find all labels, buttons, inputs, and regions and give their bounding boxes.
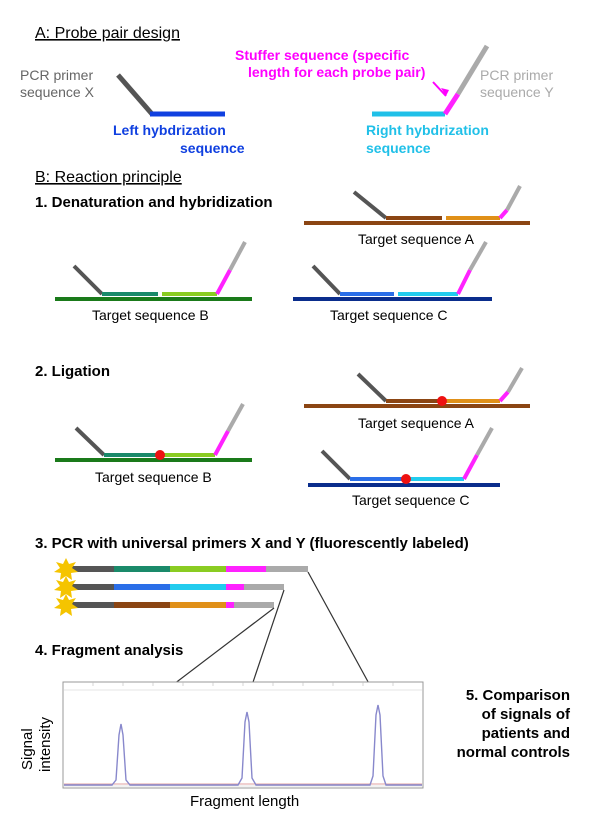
stuffer-label-2: length for each probe pair) — [248, 64, 425, 80]
ligation-dot — [401, 474, 411, 484]
step1-target-a-group: Target sequence A — [304, 185, 530, 247]
stuffer-segment — [215, 269, 232, 295]
amplicon-b — [72, 566, 308, 572]
ligation-dot — [155, 450, 165, 460]
step2-title: 2. Ligation — [35, 363, 110, 380]
primer-y-segment — [226, 403, 245, 432]
plot-xlabel: Fragment length — [190, 793, 299, 810]
probe-a-right: Stuffer sequence (specific length for ea… — [235, 44, 554, 156]
pcr-amplicons — [54, 558, 308, 616]
ligation-dot — [437, 396, 447, 406]
stuffer-label-1: Stuffer sequence (specific — [235, 47, 409, 63]
right-hyb-segment — [170, 584, 226, 590]
primer-y-segment — [266, 566, 308, 572]
primer-y-segment — [228, 241, 247, 271]
fluorescent-label-star-icon — [54, 594, 78, 616]
target-a-label: Target sequence A — [358, 231, 475, 247]
stuffer-segment — [442, 92, 461, 116]
plot-ylabel-2: intensity — [37, 716, 54, 772]
stuffer-segment — [498, 390, 510, 403]
arrow-line — [307, 571, 379, 701]
stuffer-segment — [226, 584, 244, 590]
primer-x-segment — [72, 264, 104, 296]
probe-a-left: PCR primer sequence X Left hybdrization … — [20, 67, 245, 156]
pcr-primer-x-label-2: sequence X — [20, 84, 95, 100]
primer-y-segment — [468, 241, 488, 271]
amplicon-a — [72, 602, 274, 608]
step2-target-c-group: Target sequence C — [308, 427, 500, 508]
primer-x-segment — [72, 566, 114, 572]
right-hyb-label-1: Right hybdrization — [366, 122, 489, 138]
step5-line-4: normal controls — [457, 744, 570, 761]
target-b-label: Target sequence B — [95, 469, 212, 485]
stuffer-segment — [226, 566, 266, 572]
stuffer-segment — [456, 269, 472, 295]
section-a-title: A: Probe pair design — [35, 25, 180, 42]
plot-ticks — [63, 689, 423, 787]
target-c-label: Target sequence C — [330, 307, 448, 323]
primer-x-segment — [116, 73, 154, 116]
stuffer-segment — [226, 602, 234, 608]
right-hyb-segment — [170, 566, 226, 572]
plot-x-ticks — [92, 682, 394, 686]
left-hyb-label-1: Left hybdrization — [113, 122, 226, 138]
fluorescent-label-star-icon — [54, 576, 78, 598]
step2-target-a-group: Target sequence A — [304, 366, 530, 431]
primer-x-segment — [311, 264, 342, 296]
step5-line-3: patients and — [482, 725, 570, 742]
step1-target-c-group: Target sequence C — [293, 241, 492, 323]
left-hyb-segment — [114, 584, 170, 590]
step1-target-b-group: Target sequence B — [55, 241, 252, 323]
step2-target-b-group: Target sequence B — [55, 403, 252, 485]
primer-y-segment — [505, 185, 522, 211]
plot-ylabel-1: Signal — [19, 728, 36, 770]
primer-y-segment — [475, 427, 494, 456]
right-hyb-segment — [170, 602, 226, 608]
step5-line-2: of signals of — [482, 706, 571, 723]
step5-block: 5. Comparison of signals of patients and… — [457, 687, 571, 761]
target-c-label: Target sequence C — [352, 492, 470, 508]
step1-title: 1. Denaturation and hybridization — [35, 194, 273, 211]
primer-x-segment — [320, 449, 352, 481]
signal-trace — [64, 704, 422, 786]
stuffer-segment — [498, 208, 509, 220]
stuffer-pointer-line — [432, 81, 447, 97]
stuffer-pointer-arrowhead — [441, 88, 449, 96]
target-b-label: Target sequence B — [92, 307, 209, 323]
primer-y-segment — [234, 602, 274, 608]
pcr-primer-x-label-1: PCR primer — [20, 67, 93, 83]
target-a-label: Target sequence A — [358, 415, 475, 431]
fluorescent-label-star-icon — [54, 558, 78, 580]
left-hyb-segment — [114, 566, 170, 572]
pcr-primer-y-label-1: PCR primer — [480, 67, 553, 83]
primer-x-segment — [352, 190, 388, 220]
left-hyb-segment — [114, 602, 170, 608]
primer-x-segment — [72, 602, 114, 608]
primer-x-segment — [74, 426, 106, 457]
step5-line-1: 5. Comparison — [466, 687, 570, 704]
fragment-analysis-plot: Signal intensity Fragment length — [19, 681, 424, 810]
left-hyb-label-2: sequence — [180, 140, 245, 156]
amplicon-c — [72, 584, 284, 590]
primer-y-segment — [244, 584, 284, 590]
primer-x-segment — [72, 584, 114, 590]
step4-title: 4. Fragment analysis — [35, 642, 183, 659]
section-b-title: B: Reaction principle — [35, 169, 182, 186]
primer-x-segment — [356, 372, 388, 403]
step3-title: 3. PCR with universal primers X and Y (f… — [35, 535, 469, 552]
stuffer-segment — [462, 454, 479, 480]
right-hyb-label-2: sequence — [366, 140, 431, 156]
primer-y-segment — [455, 44, 490, 96]
primer-y-segment — [506, 366, 524, 394]
stuffer-segment — [213, 430, 230, 456]
pcr-primer-y-label-2: sequence Y — [480, 84, 554, 100]
